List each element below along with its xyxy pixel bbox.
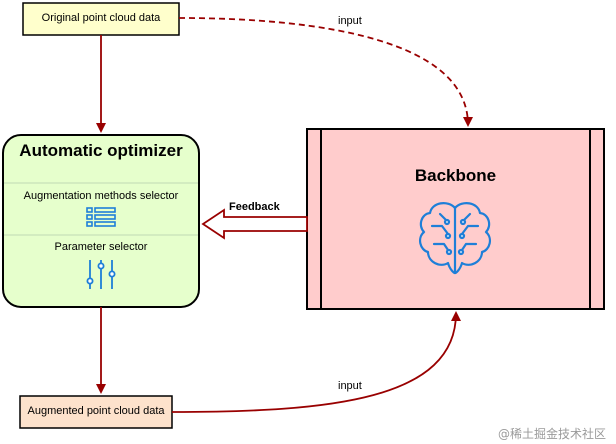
sliders-icon <box>86 260 116 289</box>
brain-circuit-icon <box>418 202 492 275</box>
augmented-data-box[interactable] <box>19 395 173 429</box>
optimizer-title: Automatic optimizer <box>19 141 183 160</box>
edge-backbone-to-optimizer <box>201 208 308 240</box>
parameter-selector-label: Parameter selector <box>54 241 148 253</box>
edge-label-feedback: Feedback <box>229 201 280 213</box>
original-data-box[interactable] <box>22 2 180 36</box>
edge-original-to-backbone <box>178 17 473 127</box>
backbone-title: Backbone <box>414 166 497 185</box>
list-icon <box>86 207 116 227</box>
augmentation-methods-selector-label: Augmentation methods selector <box>23 190 179 202</box>
edge-label-input-bottom: input <box>338 380 362 392</box>
edge-label-input-top: input <box>338 15 362 27</box>
augmented-data-label: Augmented point cloud data <box>27 405 165 417</box>
watermark: @稀土掘金技术社区 <box>498 427 607 441</box>
original-data-label: Original point cloud data <box>41 12 161 24</box>
edge-augmented-to-backbone <box>171 311 461 413</box>
